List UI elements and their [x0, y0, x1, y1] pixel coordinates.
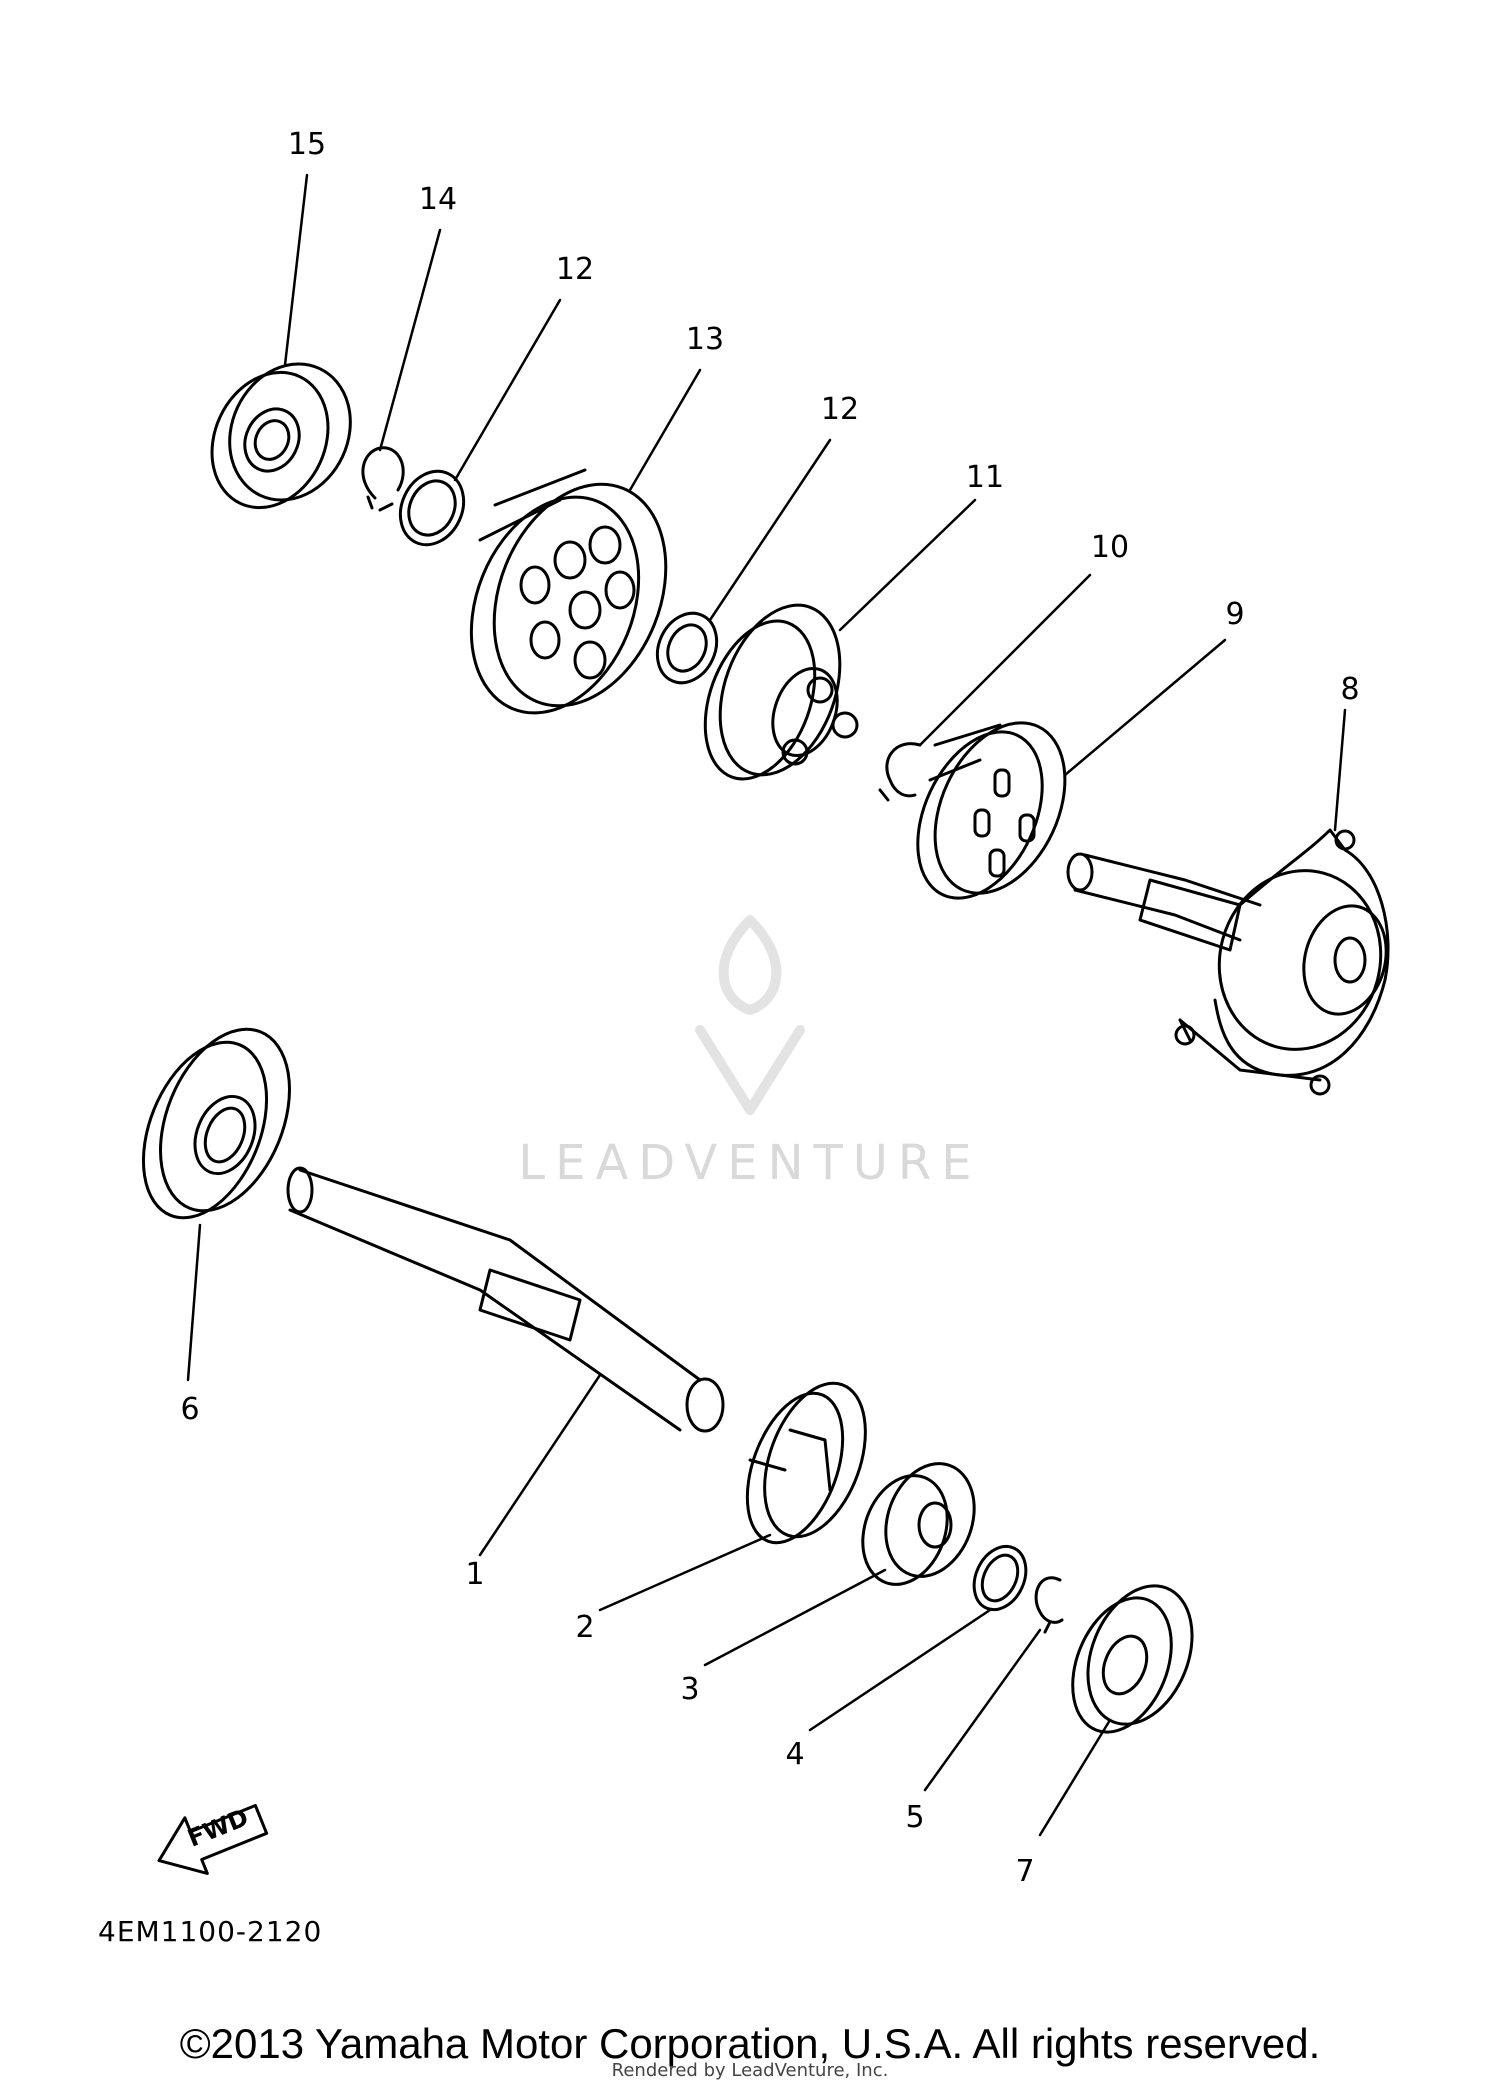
- callout-13: 13: [685, 322, 725, 357]
- part-9-gear: [916, 721, 1067, 900]
- diagram-code: 4EM1100-2120: [98, 1915, 323, 1948]
- forward-arrow-icon: [157, 1803, 269, 1875]
- callout-12-lower: 12: [820, 392, 860, 427]
- part-14-circlip: [361, 446, 405, 512]
- part-1-main-shaft: [286, 1166, 725, 1433]
- part-7-bearing: [1071, 1584, 1194, 1734]
- callout-2: 2: [575, 1610, 595, 1645]
- part-5-circlip: [1034, 1576, 1064, 1634]
- part-13-gear: [469, 468, 668, 715]
- callout-5: 5: [905, 1800, 925, 1835]
- part-11-clutch-hub: [703, 603, 859, 781]
- part-6-bearing: [141, 1027, 291, 1220]
- callout-9: 9: [1225, 597, 1245, 632]
- watermark-text: LEADVENTURE: [518, 1135, 982, 1191]
- callout-12-upper: 12: [555, 252, 595, 287]
- part-10-circlip: [878, 742, 922, 802]
- callout-8: 8: [1340, 672, 1360, 707]
- callout-11: 11: [965, 460, 1005, 495]
- callout-10: 10: [1090, 530, 1130, 565]
- leader-lines: [186, 173, 1347, 1837]
- callout-3: 3: [680, 1672, 700, 1707]
- part-4-washer: [972, 1544, 1028, 1612]
- watermark-logo: [695, 915, 805, 1115]
- callout-4: 4: [785, 1737, 805, 1772]
- callout-7: 7: [1015, 1854, 1035, 1889]
- part-2-gear: [745, 1381, 867, 1545]
- rendered-by-note: Rendered by LeadVenture, Inc.: [611, 2060, 889, 2081]
- part-8-output-shaft: [1066, 828, 1390, 1096]
- part-12-washer-upper: [398, 469, 466, 547]
- callout-15: 15: [287, 127, 327, 162]
- part-12-washer-lower: [655, 611, 719, 685]
- callout-6: 6: [180, 1392, 200, 1427]
- part-3-gear: [861, 1462, 976, 1586]
- part-15-bearing: [210, 362, 352, 510]
- copyright-notice: ©2013 Yamaha Motor Corporation, U.S.A. A…: [179, 2020, 1321, 2067]
- callout-14: 14: [418, 182, 458, 217]
- callout-1: 1: [465, 1557, 485, 1592]
